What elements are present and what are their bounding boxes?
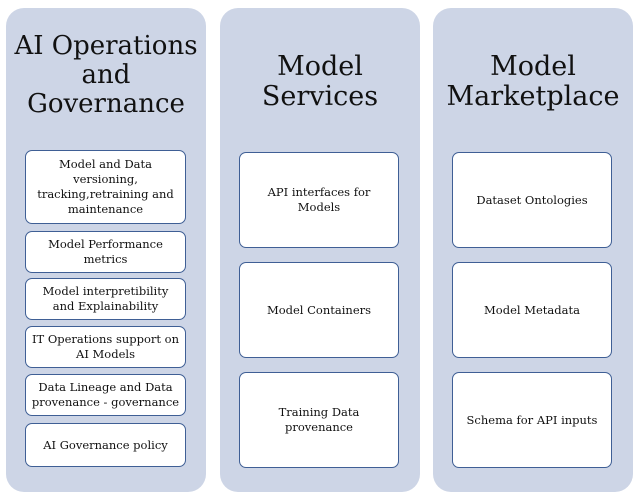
item-box-it-operations: IT Operations support on AI Models (25, 326, 186, 368)
column-title: AI Operations and Governance (14, 31, 198, 120)
column-model-marketplace: Model Marketplace Dataset Ontologies Mod… (433, 8, 633, 492)
column-title: Model Marketplace (446, 51, 620, 113)
item-box-versioning: Model and Data versioning, tracking,retr… (25, 150, 186, 224)
item-box-api-interfaces: API interfaces for Models (239, 152, 399, 248)
item-box-model-containers: Model Containers (239, 262, 399, 358)
column-title: Model Services (261, 51, 379, 113)
item-box-data-lineage: Data Lineage and Data provenance - gover… (25, 374, 186, 416)
item-box-interpretability: Model interpretibility and Explainabilit… (25, 278, 186, 320)
item-box-performance-metrics: Model Performance metrics (25, 231, 186, 273)
item-box-schema-api-inputs: Schema for API inputs (452, 372, 612, 468)
column-ai-operations-governance: AI Operations and Governance Model and D… (6, 8, 206, 492)
item-box-training-data-provenance: Training Data provenance (239, 372, 399, 468)
item-box-governance-policy: AI Governance policy (25, 423, 186, 467)
item-box-model-metadata: Model Metadata (452, 262, 612, 358)
item-box-dataset-ontologies: Dataset Ontologies (452, 152, 612, 248)
column-model-services: Model Services API interfaces for Models… (220, 8, 420, 492)
